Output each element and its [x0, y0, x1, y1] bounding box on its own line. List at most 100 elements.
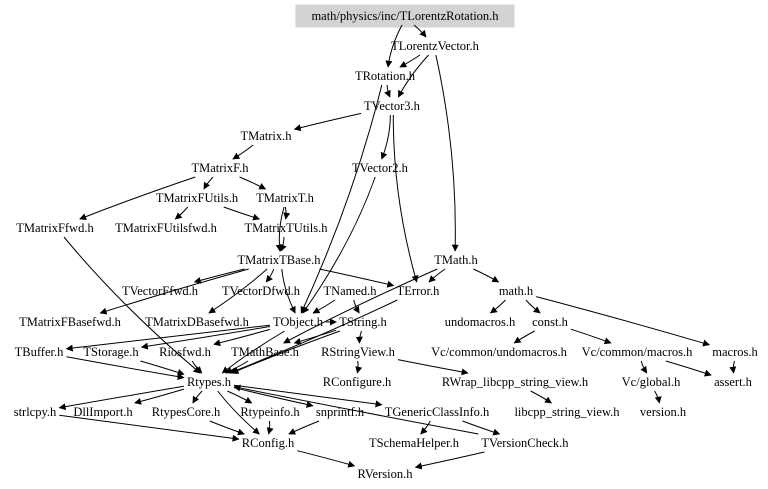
- node-rversion[interactable]: RVersion.h: [358, 467, 414, 481]
- node-snprintf[interactable]: snprintf.h: [316, 405, 365, 419]
- node-tnamed[interactable]: TNamed.h: [323, 284, 377, 298]
- edge-tmatrixfutils-to-tmatrixtutils: [223, 206, 260, 221]
- node-vcmacros[interactable]: Vc/common/macros.h: [582, 345, 693, 359]
- edge-tvector3-to-tmatrix: [293, 112, 362, 132]
- edge-tlorentzvector-to-tmath: [435, 54, 459, 252]
- node-assert[interactable]: assert.h: [714, 375, 753, 389]
- edge-tmatrixtbase-to-tvectorffwd: [193, 268, 245, 284]
- node-rstringview[interactable]: RStringView.h: [321, 345, 396, 359]
- edge-const-to-vcmacros: [570, 328, 612, 345]
- edge-tstring-to-rtypes: [231, 330, 341, 374]
- node-strlcpy[interactable]: strlcpy.h: [14, 405, 57, 419]
- edge-tmatrixf-to-tmatrixt: [239, 176, 267, 190]
- edge-tmatrixtutils-to-tmatrixtbase: [280, 236, 287, 252]
- edge-mathh-to-macros: [536, 296, 710, 347]
- edge-tstring-to-tmathbase: [293, 329, 337, 345]
- edge-tnamed-to-tobject: [312, 299, 336, 314]
- node-tmatrixfbasefwd[interactable]: TMatrixFBasefwd.h: [19, 315, 121, 329]
- node-tmatrix[interactable]: TMatrix.h: [240, 129, 292, 143]
- node-tmatrixdbasefwd[interactable]: TMatrixDBasefwd.h: [145, 315, 250, 329]
- edge-tmath-to-terror: [428, 268, 446, 283]
- edge-tversioncheck-to-rtypes: [233, 384, 479, 435]
- node-libcpp[interactable]: libcpp_string_view.h: [514, 405, 620, 419]
- edge-tstring-to-rstringview: [355, 330, 363, 344]
- edge-mathh-to-undomacros: [489, 299, 506, 314]
- node-mathh[interactable]: math.h: [499, 284, 534, 298]
- edge-rstringview-to-rwrap: [397, 359, 469, 376]
- node-const[interactable]: const.h: [532, 315, 569, 329]
- edge-tobject-to-tstorage: [140, 326, 270, 350]
- edge-vcglobal-to-version: [654, 390, 662, 404]
- edge-tvector3-to-terror: [392, 114, 419, 283]
- node-tversioncheck[interactable]: TVersionCheck.h: [481, 436, 569, 450]
- node-tmatrixfutilsfwd[interactable]: TMatrixFUtilsfwd.h: [115, 221, 217, 235]
- node-version[interactable]: version.h: [640, 405, 687, 419]
- node-tmatrixffwd[interactable]: TMatrixFfwd.h: [16, 221, 94, 235]
- node-tgenericclassinfo[interactable]: TGenericClassInfo.h: [385, 405, 490, 419]
- edge-tstorage-to-rtypes: [140, 360, 185, 376]
- node-tobject[interactable]: TObject.h: [273, 315, 324, 329]
- edge-vcmacros-to-vcglobal: [640, 360, 648, 374]
- node-dllimport[interactable]: DllImport.h: [73, 405, 133, 419]
- node-rconfigure[interactable]: RConfigure.h: [323, 375, 392, 389]
- edge-tobject-to-tbuffer: [65, 324, 270, 352]
- node-tvector2[interactable]: TVector2.h: [352, 161, 409, 175]
- edge-strlcpy-to-rconfig: [59, 414, 240, 442]
- edge-tmatrixtbase-to-tobject: [281, 268, 296, 314]
- edges: [58, 24, 737, 470]
- edge-snprintf-to-rconfig: [288, 420, 320, 435]
- edge-tmatrix-to-tmatrixf: [232, 144, 254, 160]
- edge-tlorentzvector-to-tvector3: [397, 54, 429, 98]
- edge-tmatrixt-to-tmatrixtbase: [275, 206, 285, 252]
- node-tstorage[interactable]: TStorage.h: [83, 345, 139, 359]
- node-undomacros[interactable]: undomacros.h: [445, 315, 516, 329]
- node-macros[interactable]: macros.h: [712, 345, 758, 359]
- node-tlorentzvector[interactable]: TLorentzVector.h: [391, 39, 480, 53]
- node-rwrap[interactable]: RWrap_libcpp_string_view.h: [442, 375, 589, 389]
- node-rtypes[interactable]: Rtypes.h: [187, 375, 232, 389]
- edge-rtypes-to-rtypeinfo: [227, 390, 253, 404]
- node-riosfwd[interactable]: Riosfwd.h: [159, 345, 211, 359]
- edge-riosfwd-to-rtypes: [191, 360, 203, 374]
- node-tmatrixf[interactable]: TMatrixF.h: [192, 161, 250, 175]
- node-tbuffer[interactable]: TBuffer.h: [15, 345, 64, 359]
- node-tstring[interactable]: TString.h: [339, 315, 387, 329]
- node-trotation[interactable]: TRotation.h: [355, 69, 416, 83]
- edge-tmatrixffwd-to-rtypes: [63, 236, 201, 374]
- node-terror[interactable]: TError.h: [397, 284, 440, 298]
- node-rconfig[interactable]: RConfig.h: [242, 436, 295, 450]
- edge-tbuffer-to-rtypes: [66, 356, 185, 380]
- node-tschemahelper[interactable]: TSchemaHelper.h: [369, 436, 460, 450]
- edge-tgenericclassinfo-to-tschemahelper: [420, 420, 431, 435]
- edge-const-to-vcundomacros: [513, 330, 535, 344]
- edge-terror-to-rtypes: [229, 299, 398, 374]
- node-tmatrixfutils[interactable]: TMatrixFUtils.h: [156, 191, 239, 205]
- nodes: math/physics/inc/TLorentzRotation.hTLore…: [14, 9, 759, 481]
- edge-tvector2-to-tobject: [302, 176, 376, 314]
- node-rtypescore[interactable]: RtypesCore.h: [152, 405, 221, 419]
- node-tlorentzrotation[interactable]: math/physics/inc/TLorentzRotation.h: [311, 9, 499, 23]
- edge-tmatrixf-to-tmatrixffwd: [79, 176, 196, 220]
- node-vcundomacros[interactable]: Vc/common/undomacros.h: [431, 345, 567, 359]
- node-tvector3[interactable]: TVector3.h: [364, 99, 421, 113]
- node-tmatrixt[interactable]: TMatrixT.h: [256, 191, 314, 205]
- node-tmatrixtbase[interactable]: TMatrixTBase.h: [238, 253, 322, 267]
- edge-tmatrixtbase-to-tvectordfwd: [265, 268, 275, 283]
- node-tvectorffwd[interactable]: TVectorFfwd.h: [122, 284, 199, 298]
- node-vcglobal[interactable]: Vc/global.h: [622, 375, 681, 389]
- node-tmath[interactable]: TMath.h: [434, 253, 478, 267]
- root-node-box: [295, 4, 515, 28]
- node-tmatrixtutils[interactable]: TMatrixTUtils.h: [245, 221, 329, 235]
- edge-tlorentzrotation-to-trotation: [385, 24, 403, 68]
- edge-rwrap-to-libcpp: [530, 390, 552, 404]
- edge-trotation-to-tobject: [300, 84, 383, 314]
- edge-tmatrixtbase-to-tmatrixfbasefwd: [99, 268, 249, 315]
- edge-mathh-to-const: [525, 299, 541, 314]
- edge-rconfig-to-rversion: [297, 450, 356, 468]
- node-rtypeinfo[interactable]: Rtypeinfo.h: [240, 405, 300, 419]
- edge-tvector3-to-tvector2: [380, 114, 391, 160]
- node-tmathbase[interactable]: TMathBase.h: [231, 345, 299, 359]
- node-tvectordfwd[interactable]: TVectorDfwd.h: [222, 284, 301, 298]
- edge-rtypes-to-snprintf: [233, 387, 314, 408]
